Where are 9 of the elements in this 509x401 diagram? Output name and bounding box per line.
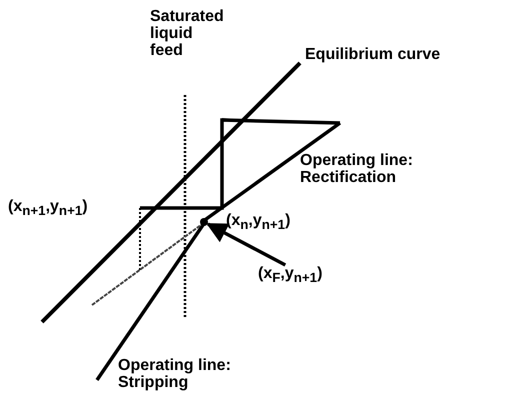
coordinate-label: (x$_{n+1}$,y$_{n+1}$) bbox=[8, 198, 89, 220]
intersection-point bbox=[200, 218, 208, 226]
text-label: Operating line: Rectification bbox=[300, 152, 414, 186]
text-label: Saturated liquid feed bbox=[150, 8, 225, 59]
coordinate-label: (x$_{F}$,y$_{n+1}$) bbox=[258, 265, 358, 286]
leader-line bbox=[206, 222, 286, 267]
text-label: Equilibrium curve bbox=[305, 46, 442, 63]
coordinate-label: (x$_{n}$,y$_{n+1}$) bbox=[226, 212, 292, 234]
text-label: Operating line: Stripping bbox=[118, 357, 232, 391]
